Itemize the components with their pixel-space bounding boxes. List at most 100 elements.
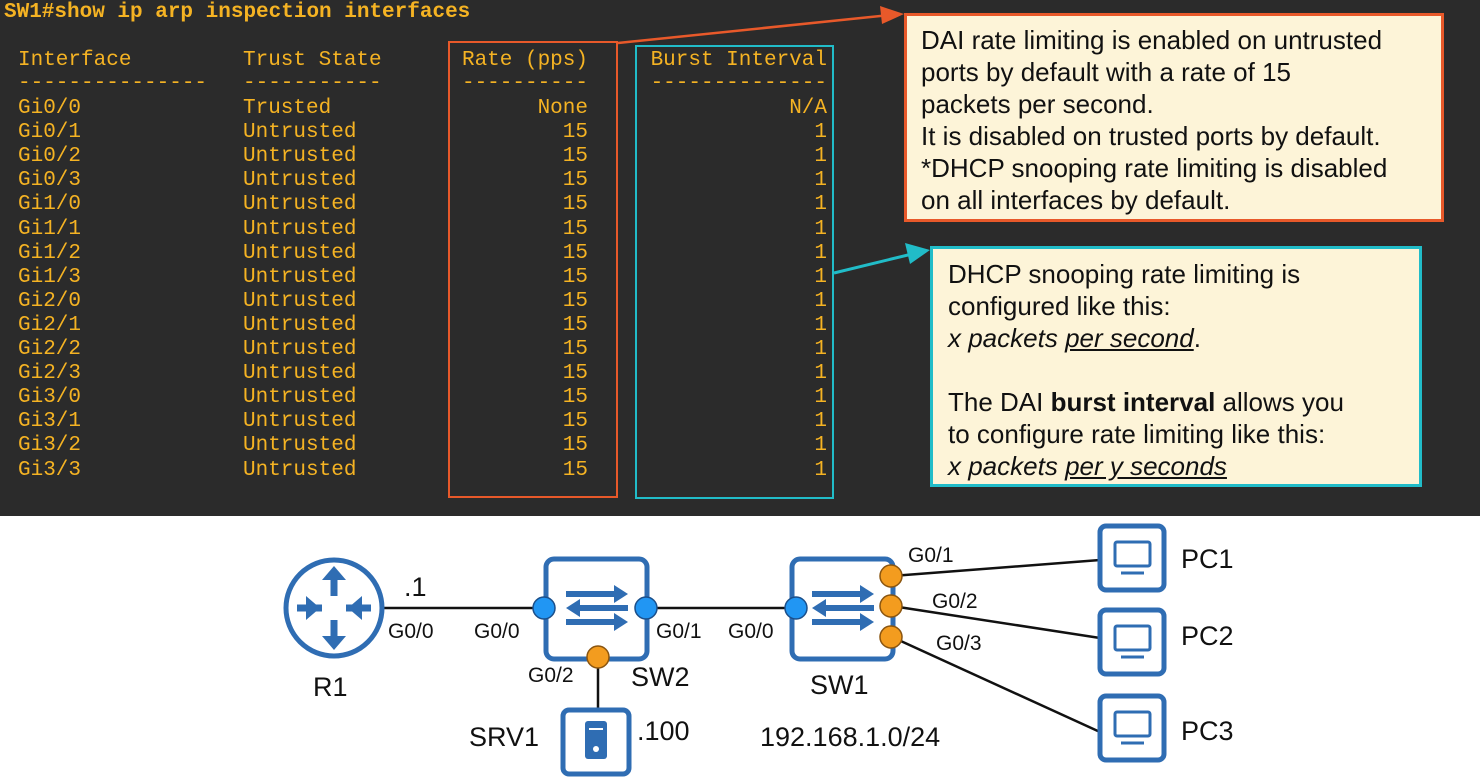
table-cell-rate: 15 xyxy=(562,241,588,265)
dash-interface: --------------- xyxy=(18,72,208,95)
table-cell-interface: Gi1/2 xyxy=(18,241,82,265)
dai-callout-line: packets per second. xyxy=(921,89,1154,119)
pc-icon xyxy=(1097,693,1167,763)
dhcp-rate-limit-callout: DHCP snooping rate limiting is configure… xyxy=(930,246,1422,487)
table-cell-interface: Gi2/3 xyxy=(18,362,82,386)
dai-rate-limit-callout: DAI rate limiting is enabled on untruste… xyxy=(904,13,1444,222)
pc-icon xyxy=(1097,607,1167,677)
table-cell-interface: Gi0/3 xyxy=(18,169,82,193)
dai-callout-arrow xyxy=(617,12,901,45)
trusted-port-dot xyxy=(634,596,658,620)
dhcp-callout-line: The DAI burst interval allows you xyxy=(948,386,1404,418)
table-cell-interface: Gi2/1 xyxy=(18,313,82,337)
table-cell-trust: Untrusted xyxy=(243,193,357,217)
table-cell-rate: 15 xyxy=(562,434,588,458)
pc2-name-label: PC2 xyxy=(1181,621,1234,651)
sw1-name-label: SW1 xyxy=(810,670,869,700)
dash-trust-state: ----------- xyxy=(243,72,382,95)
table-cell-trust: Untrusted xyxy=(243,362,357,386)
text-fragment: x packets xyxy=(948,451,1066,481)
table-cell-trust: Untrusted xyxy=(243,386,357,410)
sw2-port-left-label: G0/0 xyxy=(474,620,520,643)
table-cell-trust: Untrusted xyxy=(243,458,357,482)
table-cell-rate: 15 xyxy=(562,121,588,145)
sw1-port-3-label: G0/3 xyxy=(936,632,982,655)
dai-callout-line: *DHCP snooping rate limiting is disabled xyxy=(921,153,1388,183)
dhcp-callout-line: DHCP snooping rate limiting is xyxy=(948,259,1301,289)
dai-callout-line: on all interfaces by default. xyxy=(921,185,1231,215)
table-cell-trust: Untrusted xyxy=(243,121,357,145)
terminal-command: SW1#show ip arp inspection interfaces xyxy=(4,1,471,24)
header-trust-state: Trust State xyxy=(243,49,382,72)
r1-name-label: R1 xyxy=(313,672,348,702)
table-cell-burst: 1 xyxy=(814,241,827,265)
table-cell-burst: 1 xyxy=(814,458,827,482)
table-cell-rate: 15 xyxy=(562,145,588,169)
table-cell-rate: 15 xyxy=(562,217,588,241)
sw1-port-left-label: G0/0 xyxy=(728,620,774,643)
link-sw1-pc2 xyxy=(891,604,1101,640)
table-cell-interface: Gi3/1 xyxy=(18,410,82,434)
dhcp-callout-line: configured like this: xyxy=(948,291,1171,321)
table-cell-interface: Gi1/3 xyxy=(18,265,82,289)
table-cell-trust: Untrusted xyxy=(243,217,357,241)
switch-icon xyxy=(789,556,896,662)
table-cell-burst: 1 xyxy=(814,193,827,217)
dhcp-callout-line: to configure rate limiting like this: xyxy=(948,419,1326,449)
table-cell-interface: Gi2/2 xyxy=(18,338,82,361)
text-fragment: burst interval xyxy=(1050,387,1216,417)
sw2-port-down-label: G0/2 xyxy=(528,664,574,687)
table-cell-trust: Untrusted xyxy=(243,145,357,169)
table-cell-burst: 1 xyxy=(814,265,827,289)
table-cell-burst: 1 xyxy=(814,434,827,458)
table-cell-burst: 1 xyxy=(814,338,827,361)
switch-icon xyxy=(543,556,650,662)
untrusted-port-dot xyxy=(879,564,903,588)
trusted-port-dot xyxy=(784,596,808,620)
dai-callout-arrowhead xyxy=(880,6,904,24)
untrusted-port-dot xyxy=(879,625,903,649)
sw1-port-2-label: G0/2 xyxy=(932,590,978,613)
dai-callout-line: It is disabled on trusted ports by defau… xyxy=(921,121,1381,151)
terminal-panel: SW1#show ip arp inspection interfaces In… xyxy=(0,0,1480,516)
table-cell-burst: 1 xyxy=(814,145,827,169)
network-diagram: .1 G0/0 R1 G0/0 G0/1 G0/2 SW2 G0/0 G0/1 … xyxy=(0,516,1480,779)
sw2-port-right-label: G0/1 xyxy=(656,620,702,643)
table-cell-interface: Gi3/2 xyxy=(18,434,82,458)
server-icon xyxy=(560,707,632,777)
dhcp-callout-arrowhead xyxy=(905,243,930,264)
text-fragment: The DAI xyxy=(948,387,1051,417)
pc3-name-label: PC3 xyxy=(1181,716,1234,746)
table-cell-trust: Untrusted xyxy=(243,313,357,337)
pc1-name-label: PC1 xyxy=(1181,544,1234,574)
sw1-port-1-label: G0/1 xyxy=(908,544,954,567)
text-fragment: per y seconds xyxy=(1065,451,1227,481)
table-cell-trust: Untrusted xyxy=(243,289,357,313)
table-cell-trust: Untrusted xyxy=(243,169,357,193)
rate-highlight-box xyxy=(448,41,618,498)
text-fragment: x packets xyxy=(948,323,1066,353)
dai-callout-line: DAI rate limiting is enabled on untruste… xyxy=(921,25,1383,55)
pc-icon xyxy=(1097,523,1167,593)
srv1-name-label: SRV1 xyxy=(469,722,540,752)
table-cell-interface: Gi3/0 xyxy=(18,386,82,410)
table-cell-trust: Untrusted xyxy=(243,241,357,265)
table-cell-trust: Untrusted xyxy=(243,265,357,289)
dhcp-callout-line: x packets per second. xyxy=(948,322,1404,354)
table-cell-burst: 1 xyxy=(814,121,827,145)
r1-port-label: G0/0 xyxy=(388,620,434,643)
table-cell-rate: 15 xyxy=(562,265,588,289)
table-cell-rate: 15 xyxy=(562,458,588,482)
table-cell-rate: 15 xyxy=(562,362,588,386)
table-cell-rate: 15 xyxy=(562,338,588,361)
table-cell-rate: 15 xyxy=(562,410,588,434)
text-fragment: . xyxy=(1193,323,1201,353)
subnet-label: 192.168.1.0/24 xyxy=(760,722,941,752)
table-cell-trust: Untrusted xyxy=(243,338,357,361)
table-cell-rate: None xyxy=(537,97,588,120)
topology-svg xyxy=(283,523,1167,777)
dash-rate: ---------- xyxy=(461,72,588,95)
srv1-ip-label: .100 xyxy=(637,716,690,746)
table-cell-interface: Gi1/0 xyxy=(18,193,82,217)
table-cell-burst: N/A xyxy=(789,97,827,120)
